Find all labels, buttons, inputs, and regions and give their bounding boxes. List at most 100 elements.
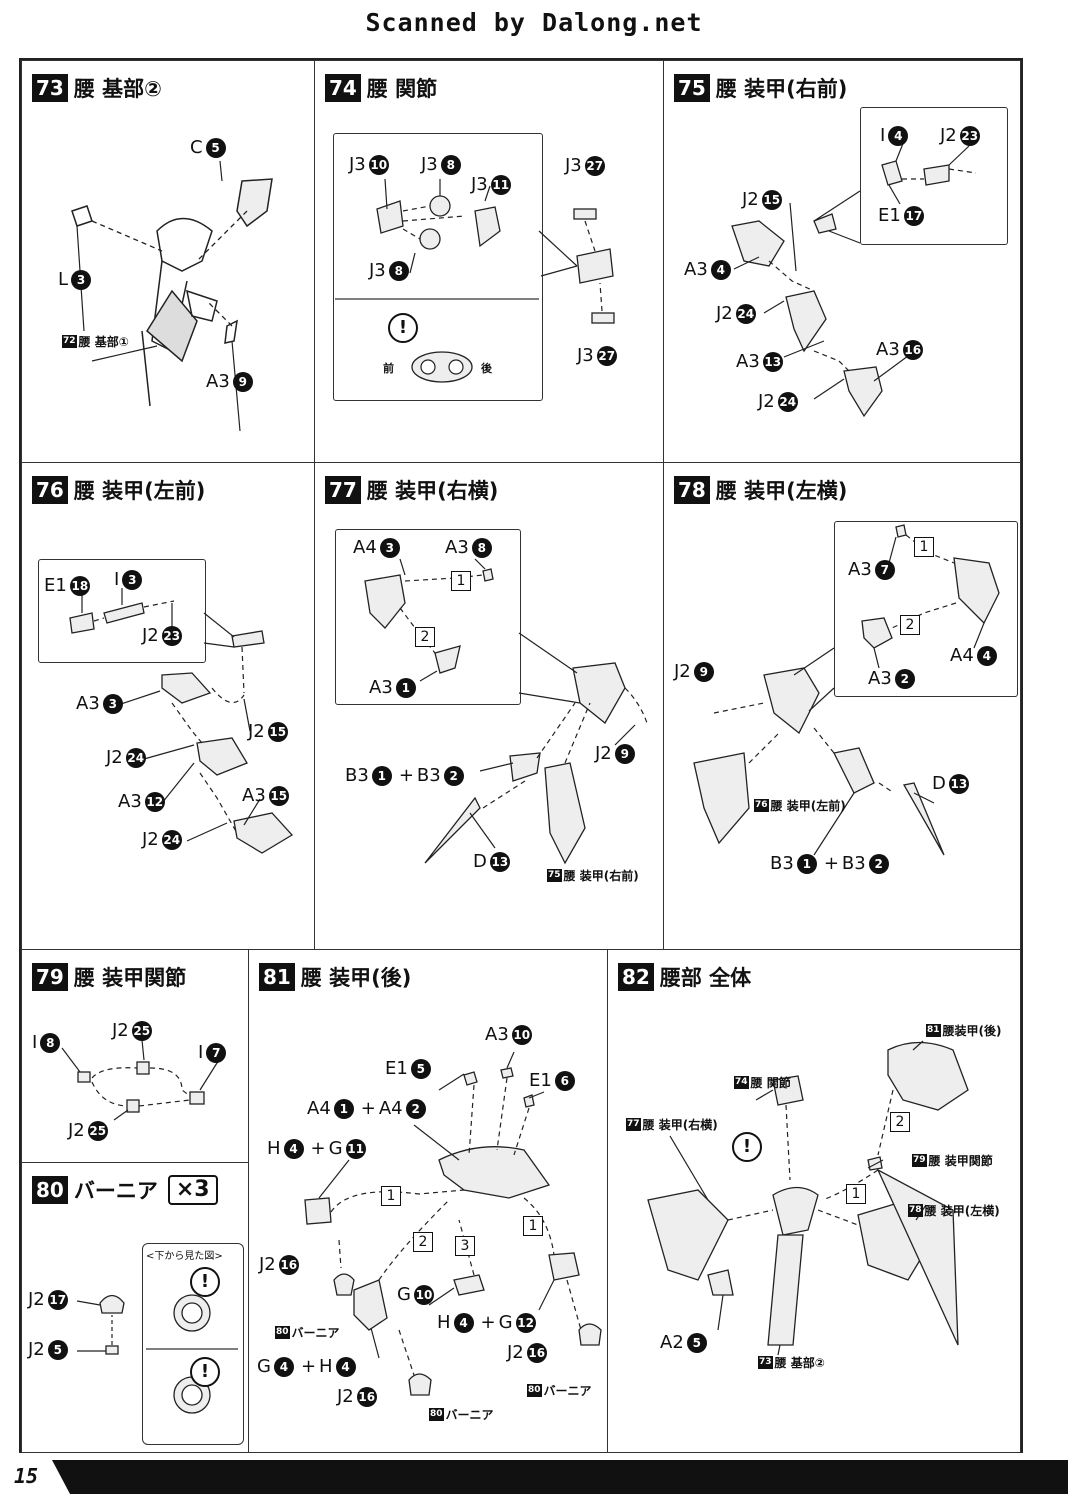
part-letter: J2 — [674, 661, 691, 682]
plus-sign: + — [310, 1138, 326, 1159]
step-number: 74 — [325, 74, 361, 102]
reference-text: 腰 装甲(右前) — [563, 869, 639, 883]
part-number-badge: 11 — [345, 1138, 366, 1159]
part-number-badge: 24 — [161, 829, 182, 850]
part-letter: J2 — [507, 1342, 524, 1363]
part-letter: J2 — [758, 391, 775, 412]
order-marker-2: 2 — [413, 1232, 433, 1252]
part-letter: A3 — [868, 668, 892, 689]
part-number-badge: 23 — [161, 625, 182, 646]
reference-step-80-right: 80 バーニア — [527, 1382, 592, 1399]
reference-text: バーニア — [543, 1384, 592, 1398]
step-title: 81 腰 装甲(後) — [259, 962, 411, 992]
part-number-badge: 4 — [283, 1138, 304, 1159]
part-label-j2-24b: J2 24 — [142, 829, 182, 850]
step-77-panel: 77 腰 装甲(右横) A4 3 A3 8 1 2 — [314, 462, 664, 950]
part-number-badge: 2 — [443, 765, 464, 786]
part-letter: J2 — [742, 189, 759, 210]
part-letter: J2 — [28, 1289, 45, 1310]
part-number-badge: 2 — [405, 1098, 426, 1119]
part-number-badge: 4 — [453, 1312, 474, 1333]
part-label-j2-5: J2 5 — [28, 1339, 68, 1360]
part-letter: A4 — [950, 645, 974, 666]
reference-number: 73 — [758, 1356, 773, 1369]
quantity-multiplier: ×3 — [167, 1175, 218, 1205]
part-letter: A3 — [242, 785, 266, 806]
part-letter: A3 — [369, 677, 393, 698]
order-marker-1b: 1 — [523, 1216, 543, 1236]
part-number-badge: 12 — [144, 791, 165, 812]
part-label-a4-4: A4 4 — [950, 645, 997, 666]
part-letter: A4 — [353, 537, 377, 558]
part-number-badge: 3 — [102, 693, 123, 714]
reference-text: 腰装甲(後) — [942, 1024, 1002, 1038]
part-label-e1-5: E1 5 — [385, 1058, 431, 1079]
part-label-a3-16: A3 16 — [876, 339, 923, 360]
part-letter: A3 — [736, 351, 760, 372]
part-letter: H — [319, 1356, 333, 1377]
caution-icon: ! — [388, 313, 418, 343]
reference-text: 腰 装甲(右横) — [642, 1118, 718, 1132]
part-label-j2-25a: J2 25 — [112, 1020, 152, 1041]
reference-number: 81 — [926, 1024, 941, 1037]
part-label-j3-27a: J3 27 — [565, 155, 605, 176]
part-letter: J2 — [142, 829, 159, 850]
part-letter: E1 — [529, 1070, 552, 1091]
part-number-badge: 7 — [874, 559, 895, 580]
step-title: 77 腰 装甲(右横) — [325, 475, 498, 505]
part-number-badge: 15 — [268, 785, 289, 806]
part-label-a3-10: A3 10 — [485, 1024, 532, 1045]
part-letter: A3 — [848, 559, 872, 580]
step-number: 82 — [618, 963, 654, 991]
part-letter: A4 — [307, 1098, 331, 1119]
step-82-panel: 82 腰部 全体 81 腰装甲(後) 74 腰 関節 ! — [607, 949, 1021, 1453]
part-letter: J2 — [716, 303, 733, 324]
part-label-i7: I 7 — [198, 1042, 227, 1063]
part-letter: D — [473, 851, 487, 872]
reference-number: 77 — [626, 1118, 641, 1131]
step-73-panel: 73 腰 基部② C 5 L 3 72 腰 基部① A3 9 — [21, 60, 315, 463]
part-number-badge: 9 — [614, 743, 635, 764]
part-number-badge: 5 — [205, 137, 226, 158]
reference-text: 腰 装甲(左前) — [770, 799, 846, 813]
part-number-badge: 11 — [490, 174, 511, 195]
part-number-badge: 27 — [596, 345, 617, 366]
part-label-j3-8b: J3 8 — [369, 260, 409, 281]
plus-sign: + — [823, 853, 839, 874]
part-label-e1-6: E1 6 — [529, 1070, 575, 1091]
front-label: 前 — [383, 362, 394, 375]
reference-text: 腰 装甲(左横) — [924, 1204, 1000, 1218]
part-letter: J3 — [471, 174, 488, 195]
part-label-a3-12: A3 12 — [118, 791, 165, 812]
part-number-badge: 16 — [278, 1254, 299, 1275]
part-number-badge: 17 — [903, 205, 924, 226]
part-label-j3-11: J3 11 — [471, 174, 511, 195]
view-from-below-label: <下から見た図> — [146, 1251, 223, 1262]
part-letter: J2 — [337, 1386, 354, 1407]
assembly-drawing — [69, 588, 294, 854]
step-80-panel: 80 バーニア ×3 <下から見た図> ! ! J2 17 J2 5 — [21, 1162, 249, 1453]
reference-text: 腰 基部② — [774, 1356, 825, 1370]
step-number: 80 — [32, 1176, 68, 1204]
part-number-badge: 24 — [735, 303, 756, 324]
part-label-l3: L 3 — [58, 269, 92, 290]
step-name: 腰 装甲(左横) — [715, 479, 848, 503]
part-number-badge: 13 — [948, 773, 969, 794]
part-number-badge: 8 — [440, 154, 461, 175]
step-number: 73 — [32, 74, 68, 102]
part-number-badge: 4 — [273, 1356, 294, 1377]
part-number-badge: 12 — [515, 1312, 536, 1333]
reference-step-74: 74 腰 関節 — [734, 1074, 791, 1091]
part-letter: B3 — [345, 765, 369, 786]
part-number-badge: 24 — [777, 391, 798, 412]
part-label-j2-17: J2 17 — [28, 1289, 68, 1310]
part-number-badge: 15 — [761, 189, 782, 210]
step-title: 79 腰 装甲関節 — [32, 962, 186, 992]
part-number-badge: 25 — [87, 1120, 108, 1141]
step-title: 80 バーニア ×3 — [32, 1175, 218, 1205]
step-81-panel: 81 腰 装甲(後) A3 10 — [248, 949, 608, 1453]
reference-step-78: 78 腰 装甲(左横) — [908, 1202, 1000, 1219]
part-number-badge: 4 — [710, 259, 731, 280]
part-number-badge: 5 — [47, 1339, 68, 1360]
reference-text: 腰 基部① — [78, 335, 129, 349]
